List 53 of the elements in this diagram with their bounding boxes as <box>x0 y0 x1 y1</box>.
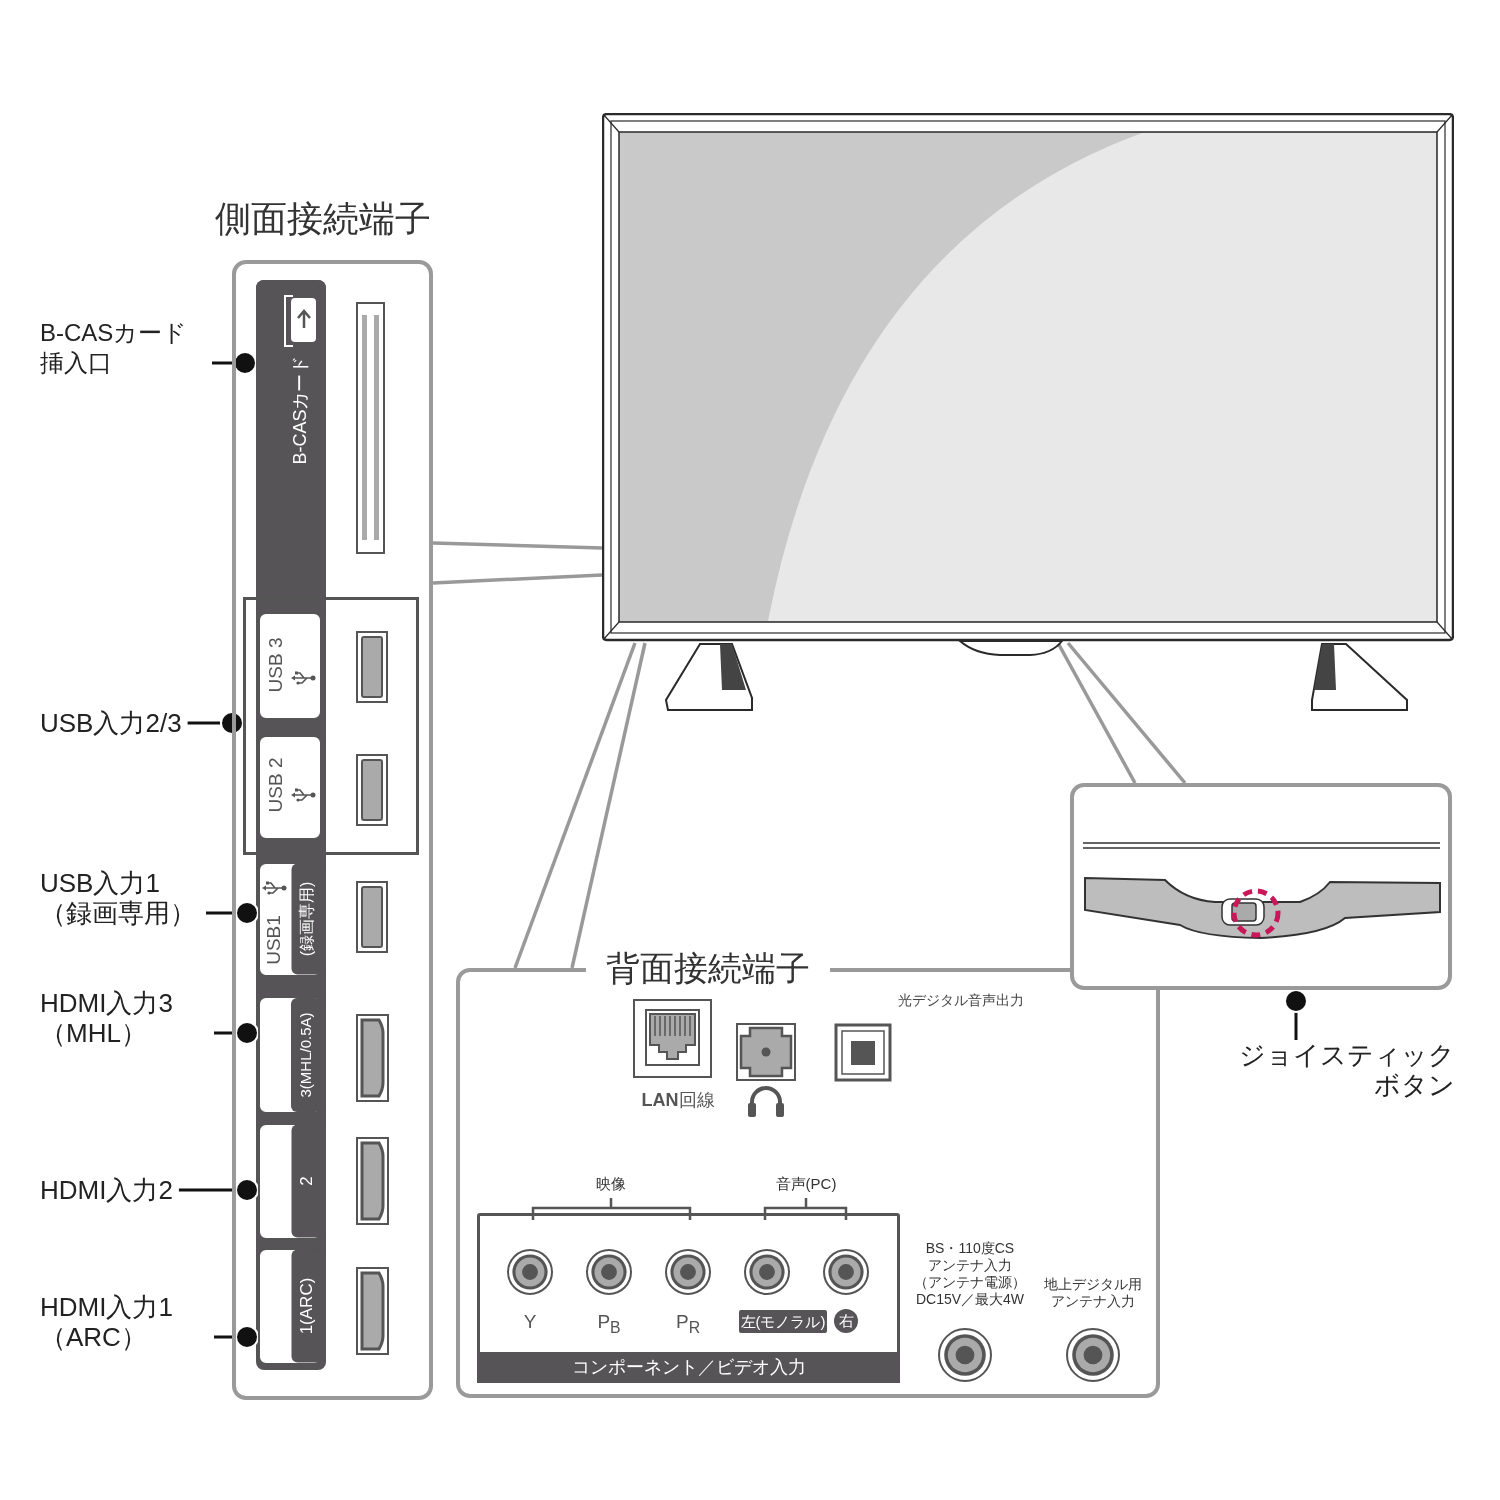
callout-label: ジョイスティックボタン <box>1220 1040 1455 1100</box>
zoom-callout-line <box>432 541 603 550</box>
port-label: USB1 <box>262 914 285 967</box>
usb-port-group-box <box>243 597 419 855</box>
group-label: 音声(PC) <box>774 1175 838 1194</box>
port-label: USB 2 <box>264 756 287 815</box>
port-label: 1(ARC) <box>291 1249 321 1363</box>
port-group-label: コンポーネント／ビデオ入力 <box>477 1352 900 1383</box>
callout-label: HDMI入力1（ARC） <box>40 1292 208 1352</box>
port-label: 3(MHL/0.5A) <box>291 998 321 1112</box>
zoom-callout-line <box>513 642 637 969</box>
port-label: B-CASカード <box>289 354 311 467</box>
port-label: BS・110度CS <box>924 1240 1016 1258</box>
zoom-callout-line <box>1056 642 1137 784</box>
tv-drawing <box>602 113 1454 643</box>
port-label-tile <box>258 612 322 720</box>
leader-line <box>214 1325 259 1349</box>
leader-line <box>212 351 257 375</box>
group-label: 映像 <box>595 1175 627 1194</box>
callout-label: HDMI入力3（MHL） <box>40 988 208 1048</box>
callout-label: USB入力1（録画専用） <box>40 868 200 928</box>
panel-heading: 側面接続端子 <box>214 197 432 241</box>
port-label: DC15V／最大4W <box>914 1291 1026 1309</box>
leader-line <box>214 1021 259 1045</box>
callout-label: B-CASカード挿入口 <box>40 318 206 378</box>
port-label: （アンテナ電源） <box>913 1274 1027 1292</box>
port-label: 地上デジタル用 <box>1043 1276 1143 1294</box>
port-label: 右 <box>834 1309 858 1333</box>
port-label: アンテナ入力 <box>927 1257 1013 1275</box>
zoom-callout-line <box>432 573 603 585</box>
port-label: P$_{R}$ <box>674 1310 702 1338</box>
port-label-tile <box>258 735 322 840</box>
port-label: LAN回線 <box>640 1089 716 1112</box>
callout-label: HDMI入力2 <box>40 1175 173 1205</box>
port-label: Y <box>522 1310 538 1334</box>
zoom-callout-line <box>1066 641 1187 785</box>
port-label-tile <box>258 1123 322 1240</box>
port-label: P$_{B}$ <box>596 1310 622 1338</box>
port-label-tile <box>258 1248 322 1365</box>
port-label: 左(モノラル) <box>739 1310 827 1333</box>
zoom-callout-line <box>570 642 647 969</box>
leader-line <box>1284 989 1308 1040</box>
port-label: アンテナ入力 <box>1050 1293 1136 1311</box>
port-label: (録画専用) <box>291 863 321 975</box>
port-label: 2 <box>291 1124 321 1238</box>
leader-line <box>206 901 259 925</box>
leader-line <box>178 1178 259 1202</box>
leader-line <box>187 711 244 735</box>
port-label: 光デジタル音声出力 <box>898 992 1025 1010</box>
port-label: USB 3 <box>264 636 287 695</box>
port-label-tile <box>258 862 322 977</box>
callout-label: USB入力2/3 <box>40 708 182 738</box>
port-label-tile <box>258 996 322 1114</box>
